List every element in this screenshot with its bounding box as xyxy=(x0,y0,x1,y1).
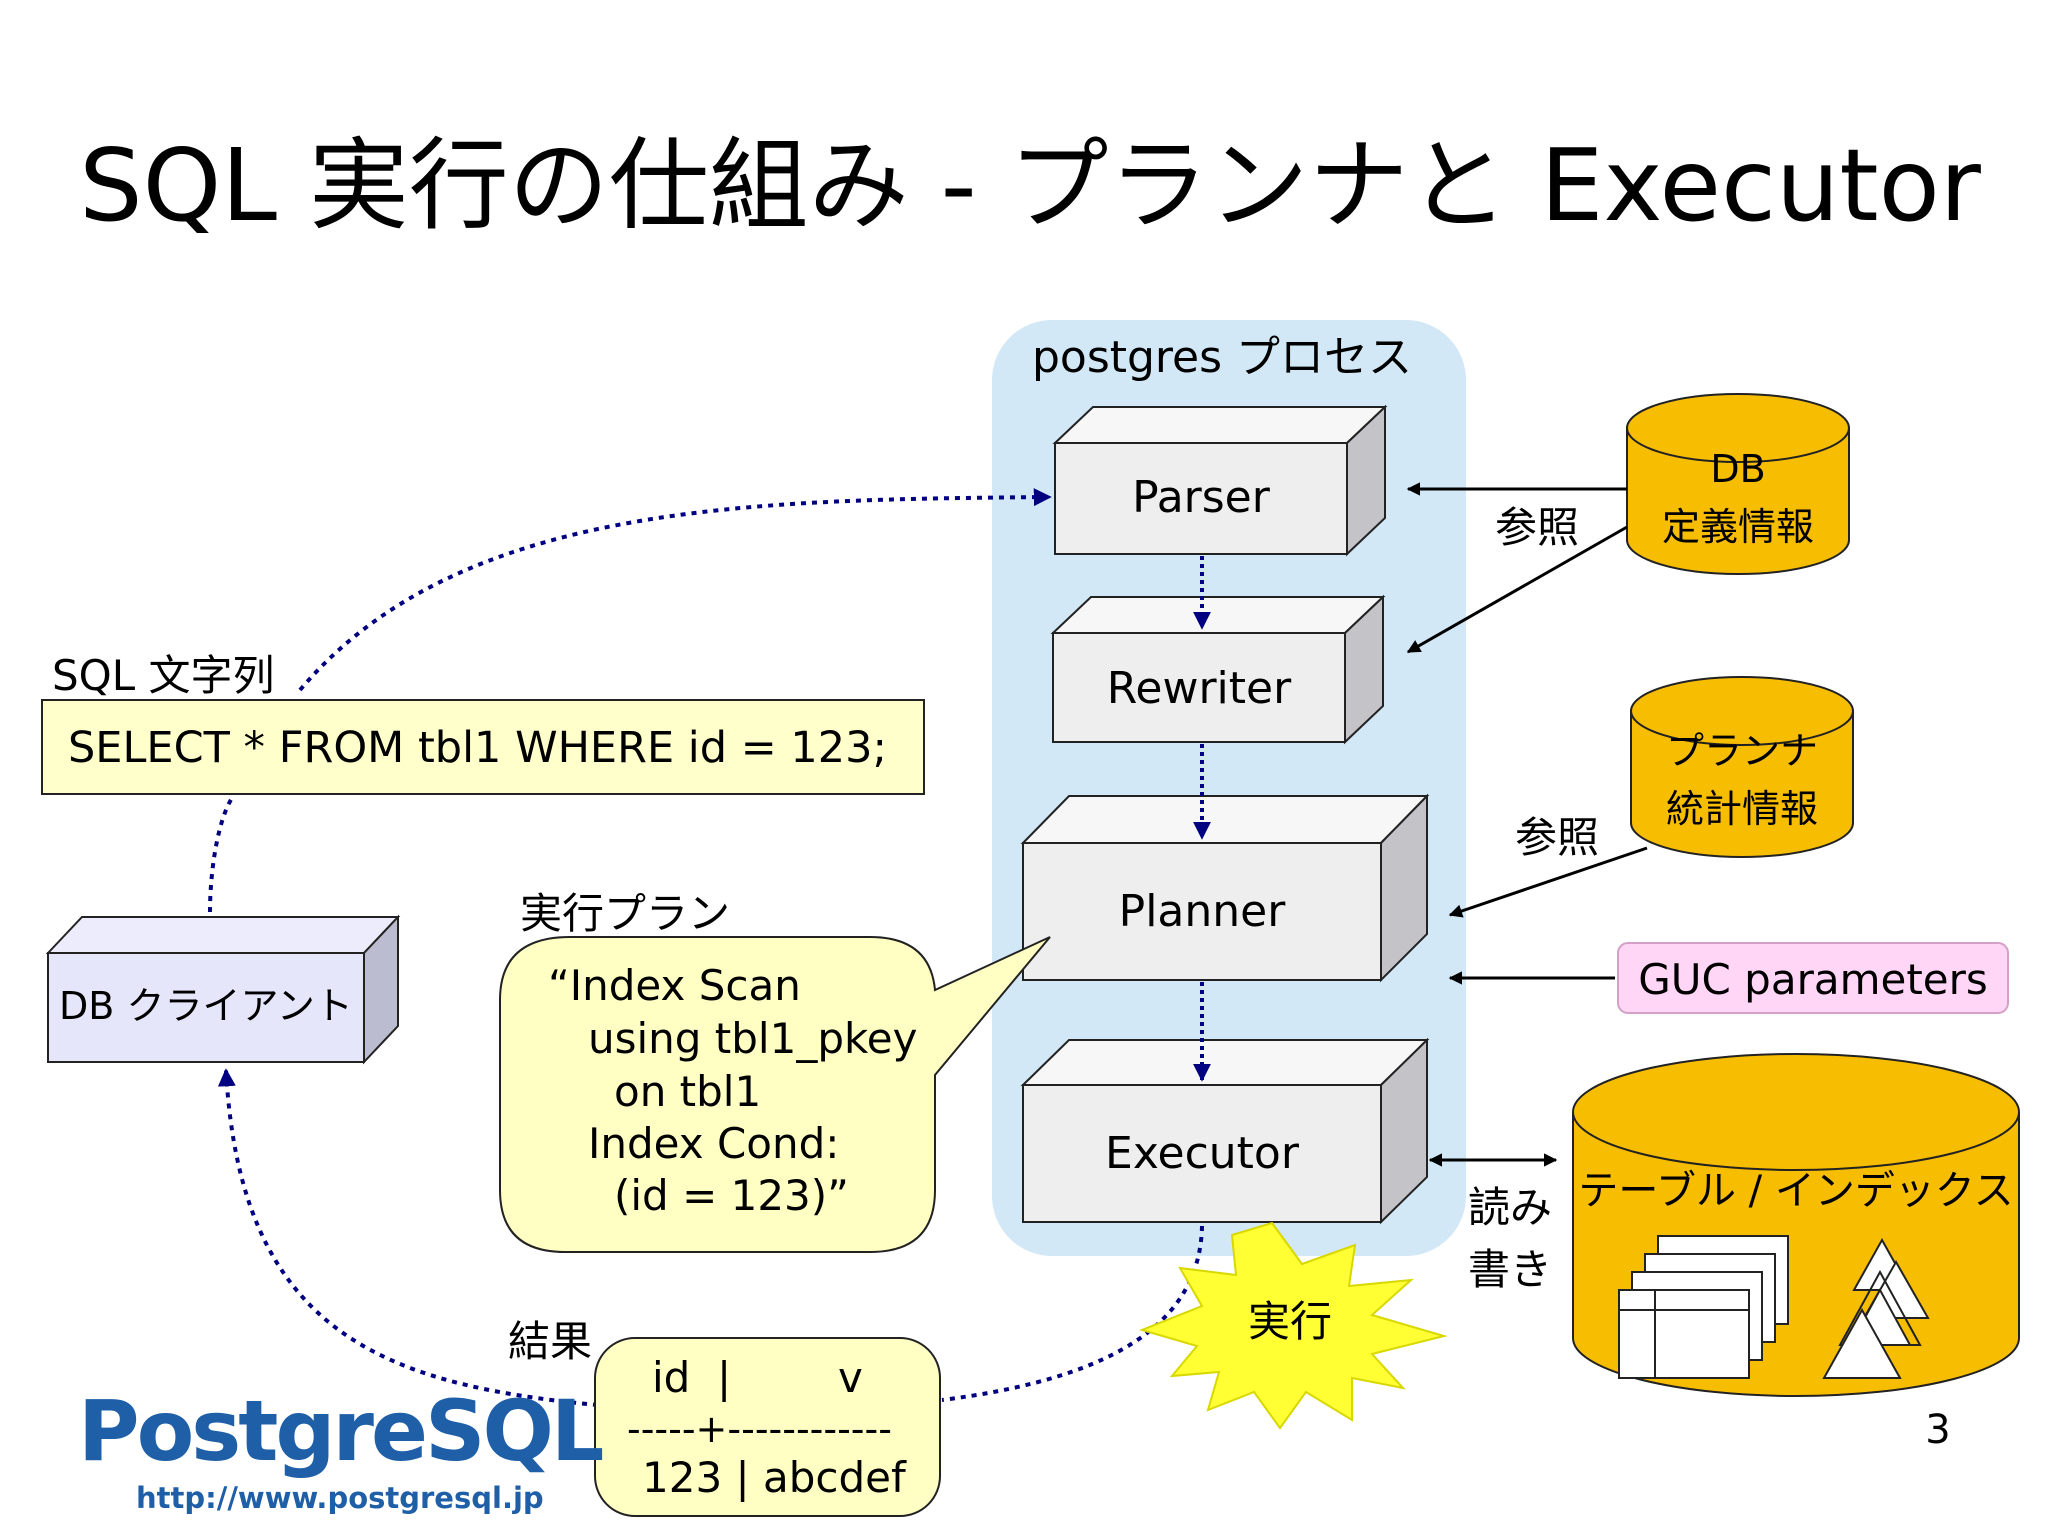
ref-arrow-catalog-rewriter xyxy=(1406,525,1628,654)
result-line-2: -----+------------ xyxy=(627,1407,892,1451)
read-label: 読み xyxy=(1468,1183,1552,1232)
sql-label: SQL 文字列 xyxy=(52,651,274,700)
db-client-label: DB クライアント xyxy=(59,984,353,1028)
flow-arrow-sql-to-parser xyxy=(298,488,1052,692)
logo-wordmark: PostgreSQL xyxy=(78,1382,603,1480)
parser-box: Parser xyxy=(1052,404,1388,557)
sql-text: SELECT * FROM tbl1 WHERE id = 123; xyxy=(68,723,887,773)
exec-label: 実行 xyxy=(1248,1297,1332,1346)
process-label: postgres プロセス xyxy=(1032,332,1412,383)
table-stack-icon xyxy=(1618,1235,1789,1379)
result-label: 結果 xyxy=(508,1317,592,1366)
sql-box xyxy=(41,699,925,795)
result-line-1: id | v xyxy=(652,1353,863,1402)
planner-stats-cylinder: プランナ 統計情報 xyxy=(1630,676,1854,858)
guc-box xyxy=(1617,942,2009,1014)
flow-arrow-result-to-client xyxy=(217,1068,599,1407)
db-catalog-cylinder: DB 定義情報 xyxy=(1626,393,1850,575)
planner-stats-line-2: 統計情報 xyxy=(1666,787,1818,831)
index-tree-icon xyxy=(1822,1237,1930,1379)
result-box xyxy=(594,1337,941,1517)
plan-line-4: Index Cond: xyxy=(588,1119,839,1168)
plan-line-3: on tbl1 xyxy=(614,1067,761,1116)
rewriter-label: Rewriter xyxy=(1107,663,1292,714)
result-line-3: 123 | abcdef xyxy=(642,1453,907,1502)
plan-line-5: (id = 123)” xyxy=(614,1171,849,1220)
ref-label-2: 参照 xyxy=(1515,813,1599,862)
flow-line-executor-to-result xyxy=(941,1225,1204,1402)
plan-label: 実行プラン xyxy=(520,889,730,938)
exec-starburst xyxy=(1138,1221,1448,1430)
rewriter-box: Rewriter xyxy=(1050,594,1386,745)
db-catalog-line-1: DB xyxy=(1710,447,1765,491)
table-index-label: テーブル / インデックス xyxy=(1578,1168,2013,1214)
planner-label: Planner xyxy=(1119,886,1287,937)
write-label: 書き xyxy=(1468,1245,1552,1294)
ref-arrow-stats-planner xyxy=(1448,846,1648,918)
executor-label: Executor xyxy=(1105,1128,1300,1179)
plan-line-1: “Index Scan xyxy=(548,961,801,1010)
plan-callout xyxy=(499,936,1051,1253)
executor-box: Executor xyxy=(1020,1037,1430,1225)
logo-url[interactable]: http://www.postgresql.jp xyxy=(136,1481,544,1515)
plan-line-2: using tbl1_pkey xyxy=(588,1014,918,1063)
ref-label-1: 参照 xyxy=(1495,503,1579,552)
db-client-box: DB クライアント xyxy=(45,914,401,1065)
db-catalog-line-2: 定義情報 xyxy=(1662,505,1814,549)
guc-label: GUC parameters xyxy=(1638,955,1988,1004)
parser-label: Parser xyxy=(1132,472,1271,523)
planner-stats-line-1: プランナ xyxy=(1666,729,1818,773)
planner-box: Planner xyxy=(1020,793,1430,983)
slide-title: SQL 実行の仕組み - プランナと Executor xyxy=(79,127,1982,244)
table-index-cylinder: テーブル / インデックス xyxy=(1572,1053,2020,1397)
page-number: 3 xyxy=(1925,1407,1950,1453)
postgresql-logo: PostgreSQL http://www.postgresql.jp xyxy=(78,1382,606,1515)
flow-line-client-to-sql xyxy=(208,796,234,913)
